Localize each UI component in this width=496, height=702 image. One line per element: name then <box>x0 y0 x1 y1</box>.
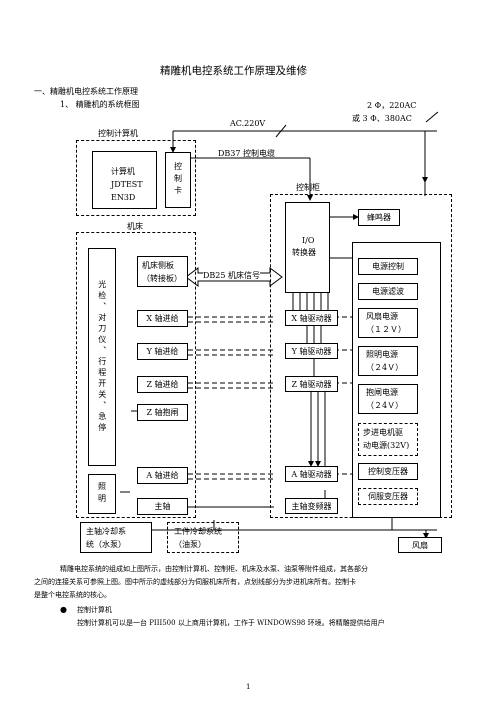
power-label-2: 或 3 Φ、380AC <box>352 114 412 123</box>
bullet-heading: 控制计算机 <box>77 606 112 614</box>
lighting-box: 照明 <box>88 474 116 514</box>
spindle-box: 主轴 <box>137 498 188 515</box>
light-power-box: 照明电源 （２4Ｖ） <box>358 346 418 376</box>
fan-box: 风扇 <box>398 537 442 553</box>
body-line-2: 之间的连接关系可参照上图。图中所示的虚线部分为伺服机床所有，点划线部分为步进机床… <box>34 578 356 586</box>
z-driver-box: Z 轴驱动器 <box>285 376 338 392</box>
stepper-power-box: 步进电机驱 动电源(32V) <box>358 423 418 456</box>
ac-label: AC.220V <box>230 119 266 128</box>
spindle-cooling-box: 主轴冷却系 统（水泵） <box>80 522 152 553</box>
document-title: 精雕机电控系统工作原理及维修 <box>160 65 307 77</box>
machine-group-label: 机床 <box>127 222 143 231</box>
power-control-box: 电源控制 <box>358 258 418 275</box>
machine-group <box>76 232 196 518</box>
x-feed-box: X 轴进给 <box>137 310 188 327</box>
servo-transformer-box: 伺服变压器 <box>358 488 418 505</box>
a-feed-box: A 轴进给 <box>137 467 188 484</box>
a-driver-box: A 轴驱动器 <box>285 466 338 482</box>
bullet-body: 控制计算机可以是一台 PIII500 以上商用计算机，工作于 WINDOWS98… <box>77 619 385 627</box>
y-feed-box: Y 轴进给 <box>137 343 188 360</box>
subsection-heading: 1、 精雕机的系统框图 <box>60 100 140 109</box>
computer-box: 计算机 JDTEST EN3D <box>92 151 157 209</box>
control-transformer-box: 控制变压器 <box>358 463 418 480</box>
x-driver-box: X 轴驱动器 <box>285 310 338 326</box>
control-computer-group <box>76 140 196 216</box>
section-heading: 一、精雕机电控系统工作原理 <box>34 87 138 96</box>
control-computer-group-label: 控制计算机 <box>98 129 138 138</box>
fan-power-box: 风扇电源 （１２Ｖ） <box>358 308 418 338</box>
power-filter-box: 电源滤波 <box>358 283 418 300</box>
io-converter-box: I/O 转换器 <box>285 202 330 293</box>
buzzer-box: 蜂鸣器 <box>358 209 400 226</box>
side-sensors-box: 光检、对刀仪、行程开关、急停 <box>88 248 116 466</box>
spindle-inverter-box: 主轴变频器 <box>285 498 338 514</box>
db25-label: DB25 机床信号 <box>203 271 261 280</box>
z-feed-box: Z 轴进给 <box>137 376 188 393</box>
body-line-3: 是整个电控系统的核心。 <box>34 591 111 599</box>
page-number: 1 <box>246 683 251 691</box>
machine-side-board-box: 机床侧板 （转接板） <box>137 256 188 287</box>
y-driver-box: Y 轴驱动器 <box>285 343 338 359</box>
body-line-1: 精雕电控系统的组成如上图所示，由控制计算机、控制柜、机床及水泵、油泵等附件组成，… <box>60 565 368 573</box>
brake-power-box: 抱闸电源 （２4Ｖ） <box>358 384 418 414</box>
db37-label: DB37 控制电缆 <box>218 149 276 158</box>
bullet-dot: ● <box>60 605 67 614</box>
power-label-1: 2 Φ，220AC <box>367 101 417 110</box>
work-cooling-box: 工件冷却系统 （油泵） <box>167 522 239 553</box>
z-brake-box: Z 轴抱闸 <box>137 404 188 421</box>
control-card-box: 控制卡 <box>165 152 191 208</box>
control-cabinet-group-label: 控制柜 <box>296 183 320 192</box>
